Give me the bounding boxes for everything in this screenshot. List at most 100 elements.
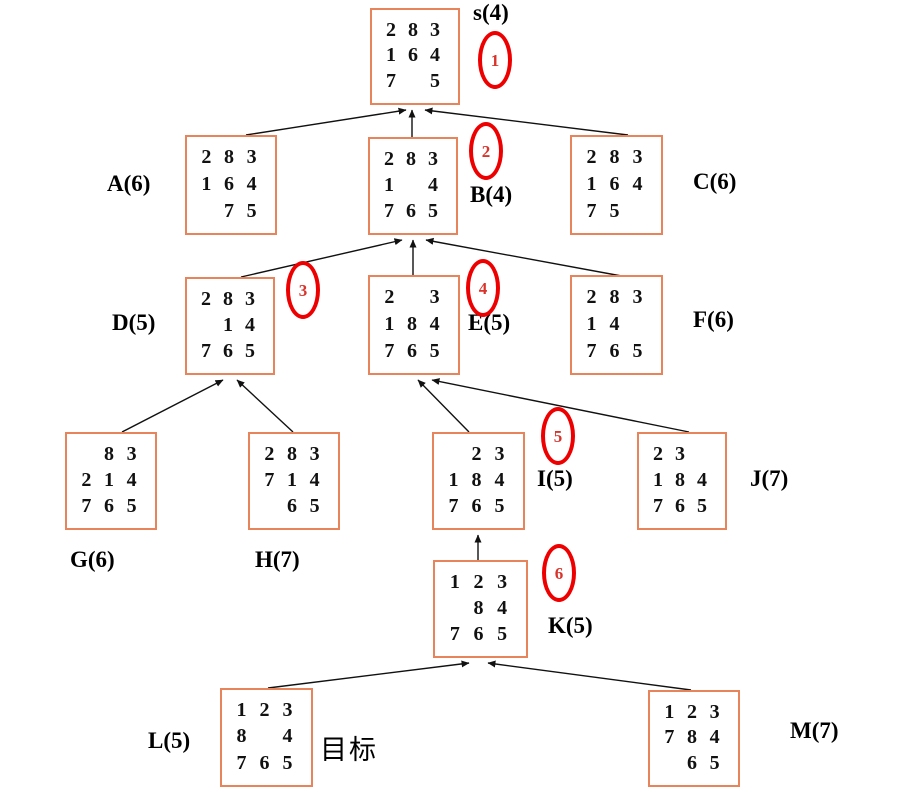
puzzle-cell-E-r1c1: 8 [406, 312, 417, 335]
puzzle-cell-s-r2c2: 5 [430, 70, 440, 93]
puzzle-cell-I-r1c2: 4 [494, 469, 505, 491]
node-label-M: M(7) [790, 718, 839, 743]
edge-H-to-D [236, 379, 294, 433]
node-label-E: E(5) [468, 310, 511, 335]
puzzle-cell-H-r1c2: 4 [309, 469, 320, 491]
step-badge-number: 6 [554, 563, 564, 583]
edge-A-to-s [245, 107, 407, 136]
puzzle-cell-M-r1c0: 7 [664, 726, 675, 749]
puzzle-cell-M-r0c1: 2 [686, 700, 697, 723]
edge-G-to-D [121, 379, 224, 433]
node-label-L: L(5) [148, 728, 191, 753]
edge-C-to-s [424, 107, 629, 136]
node-label-H: H(7) [255, 547, 300, 572]
puzzle-cell-K-r2c2: 5 [497, 623, 508, 645]
puzzle-cell-I-r2c1: 6 [471, 495, 482, 517]
puzzle-cell-B-r0c0: 2 [384, 148, 394, 170]
puzzle-cell-K-r2c0: 7 [449, 623, 460, 645]
puzzle-cell-C-r0c0: 2 [586, 146, 597, 169]
puzzle-cell-C-r1c2: 4 [632, 172, 643, 195]
puzzle-cell-C-r2c1: 5 [609, 199, 620, 222]
edge-J-to-E [431, 378, 690, 433]
puzzle-cell-D-r0c2: 3 [245, 288, 255, 310]
puzzle-cell-s-r0c0: 2 [386, 18, 396, 41]
puzzle-cell-B-r2c2: 5 [428, 200, 438, 222]
puzzle-cell-F-r0c2: 3 [632, 286, 643, 309]
puzzle-cell-D-r1c2: 4 [245, 314, 255, 336]
puzzle-cell-F-r0c1: 8 [609, 286, 620, 309]
edge-F-to-B [425, 237, 628, 278]
puzzle-cell-H-r0c1: 8 [286, 443, 297, 465]
puzzle-cell-H-r1c0: 7 [264, 469, 275, 491]
puzzle-cell-G-r2c1: 6 [103, 495, 114, 517]
puzzle-cell-J-r0c0: 2 [653, 443, 663, 465]
step-badge-number: 5 [553, 426, 563, 446]
puzzle-cell-A-r1c0: 1 [201, 172, 212, 195]
step-badge-1: 1 [478, 31, 512, 89]
puzzle-cell-L-r0c1: 2 [259, 699, 270, 722]
puzzle-cell-D-r2c0: 7 [201, 340, 211, 362]
step-badge-4: 4 [466, 259, 500, 317]
puzzle-cell-F-r2c0: 7 [586, 339, 597, 362]
puzzle-cell-G-r0c2: 3 [126, 443, 137, 465]
puzzle-cell-I-r1c0: 1 [448, 469, 459, 491]
puzzle-cell-L-r0c0: 1 [236, 699, 247, 722]
puzzle-cell-I-r2c2: 5 [494, 495, 505, 517]
puzzle-cell-E-r1c0: 1 [384, 312, 395, 335]
puzzle-cell-D-r2c1: 6 [223, 340, 233, 362]
node-label-K: K(5) [548, 613, 593, 638]
puzzle-cell-F-r0c0: 2 [586, 286, 597, 309]
puzzle-cell-K-r1c1: 8 [473, 597, 484, 619]
step-badge-number: 3 [298, 280, 308, 300]
puzzle-cell-I-r1c1: 8 [471, 469, 482, 491]
puzzle-cell-H-r1c1: 1 [286, 469, 297, 491]
puzzle-cell-I-r0c2: 3 [494, 443, 505, 465]
puzzle-cell-C-r0c2: 3 [632, 146, 643, 169]
puzzle-cell-G-r1c1: 1 [103, 469, 114, 491]
puzzle-cell-E-r2c0: 7 [384, 339, 395, 362]
puzzle-cell-M-r0c2: 3 [709, 700, 720, 723]
puzzle-cell-L-r1c0: 8 [236, 725, 247, 748]
puzzle-cell-J-r1c2: 4 [697, 469, 707, 491]
node-label-B: B(4) [470, 182, 513, 207]
node-label-s: s(4) [473, 0, 509, 25]
puzzle-cell-E-r1c2: 4 [429, 312, 440, 335]
puzzle-cell-s-r0c2: 3 [430, 18, 440, 41]
puzzle-cell-s-r1c2: 4 [430, 44, 440, 67]
puzzle-cell-J-r2c0: 7 [653, 495, 663, 517]
node-label-A: A(6) [107, 171, 151, 196]
puzzle-cell-J-r2c2: 5 [697, 495, 707, 517]
puzzle-cell-B-r2c0: 7 [384, 200, 394, 222]
puzzle-cell-s-r0c1: 8 [408, 18, 418, 41]
puzzle-cell-G-r2c2: 5 [126, 495, 137, 517]
puzzle-cell-G-r0c1: 8 [103, 443, 114, 465]
puzzle-cell-M-r1c2: 4 [709, 726, 720, 749]
puzzle-cell-L-r2c1: 6 [259, 751, 270, 774]
puzzle-cell-K-r2c1: 6 [473, 623, 484, 645]
puzzle-cell-L-r1c2: 4 [282, 725, 293, 748]
puzzle-cell-L-r2c2: 5 [282, 751, 293, 774]
goal-label: 目标 [320, 735, 378, 765]
node-label-G: G(6) [70, 547, 115, 572]
puzzle-cell-E-r2c2: 5 [429, 339, 440, 362]
puzzle-cell-E-r0c2: 3 [429, 286, 440, 309]
puzzle-cell-K-r0c0: 1 [449, 571, 460, 593]
puzzle-cell-M-r2c1: 6 [686, 752, 697, 775]
node-label-F: F(6) [693, 307, 734, 332]
puzzle-cell-A-r0c0: 2 [201, 146, 212, 169]
puzzle-cell-A-r2c1: 7 [223, 199, 234, 222]
edge-M-to-K [487, 660, 692, 691]
puzzle-cell-L-r0c2: 3 [282, 699, 293, 722]
puzzle-cell-B-r1c2: 4 [428, 174, 438, 196]
puzzle-cell-G-r1c2: 4 [126, 469, 137, 491]
puzzle-cell-F-r2c2: 5 [632, 339, 643, 362]
